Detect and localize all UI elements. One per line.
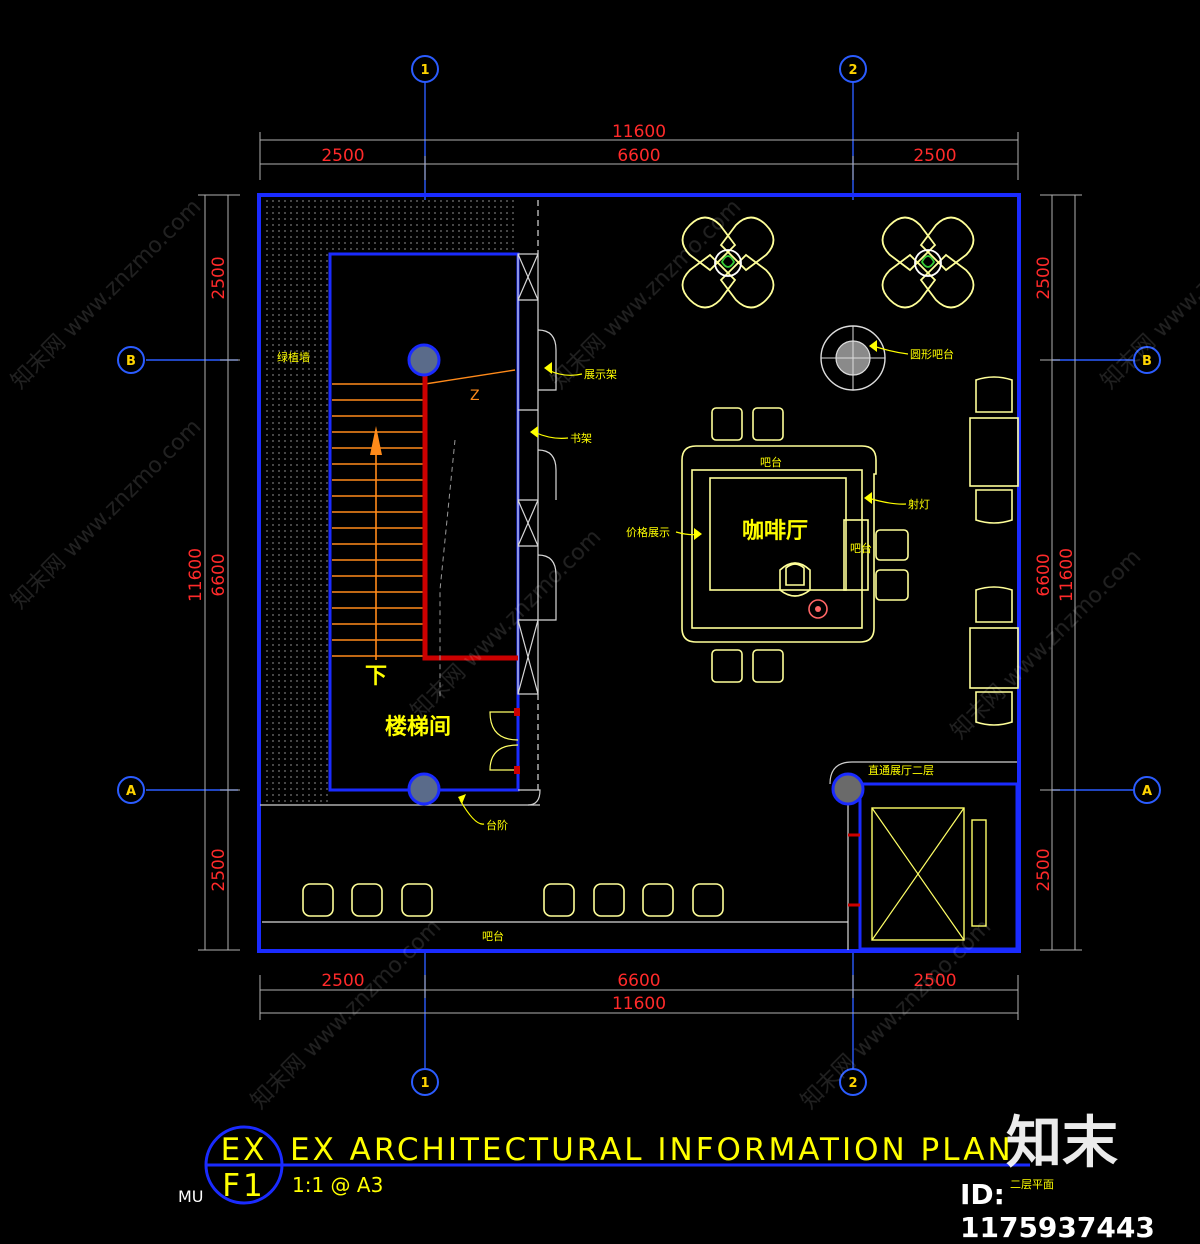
bottom-counter xyxy=(262,805,849,950)
dim-bottom-seg-2: 6600 xyxy=(617,971,660,991)
svg-text:知末网 www.znzmo.com: 知末网 www.znzmo.com xyxy=(547,194,747,394)
label-book-shelf: 书架 xyxy=(570,432,592,445)
grid-bubble-b-left: B xyxy=(117,346,145,374)
label-steps: 台阶 xyxy=(486,818,508,832)
dimension-lines xyxy=(198,132,1082,1020)
label-counter-right: 吧台 xyxy=(850,541,872,555)
svg-text:知末网 www.znzmo.com: 知末网 www.znzmo.com xyxy=(797,914,997,1114)
svg-text:知末网 www.znzmo.com: 知末网 www.znzmo.com xyxy=(7,414,207,614)
title-prefix: MU xyxy=(178,1187,204,1206)
dim-left-total: 11600 xyxy=(186,548,206,602)
title-code-bottom: F1 xyxy=(222,1168,266,1204)
stair-rail xyxy=(422,362,518,661)
column-stair-bottom xyxy=(407,772,441,806)
dim-top-seg-2: 6600 xyxy=(617,146,660,166)
grid-bubble-a-left: A xyxy=(117,776,145,804)
grid-lines xyxy=(146,82,1134,1068)
label-menu-board: 价格展示 xyxy=(626,525,670,539)
dim-bottom-total: 11600 xyxy=(612,994,666,1014)
svg-text:A: A xyxy=(1142,784,1152,799)
column-elevator xyxy=(831,772,865,806)
svg-text:B: B xyxy=(1142,354,1152,369)
svg-text:1: 1 xyxy=(420,1076,429,1091)
label-lamp: 射灯 xyxy=(908,497,930,511)
cafe-room-name: 咖啡厅 xyxy=(742,519,808,544)
green-wall-hatch xyxy=(262,198,518,804)
label-elevator-note: 直通展厅二层 xyxy=(868,763,934,777)
grid-bubble-1-top: 1 xyxy=(411,55,439,83)
watermark-logo: 知末 xyxy=(1006,1111,1118,1176)
label-counter-bottom: 吧台 xyxy=(482,929,504,943)
bar-chairs xyxy=(711,407,909,683)
label-counter-top: 吧台 xyxy=(760,455,782,469)
svg-text:A: A xyxy=(126,784,136,799)
svg-text:B: B xyxy=(126,354,136,369)
central-bar xyxy=(681,445,877,643)
svg-text:知末网 www.znzmo.com: 知末网 www.znzmo.com xyxy=(407,524,607,724)
stair-treads xyxy=(332,369,516,657)
dim-left-seg-3: 2500 xyxy=(209,848,229,891)
svg-text:知末网 www.znzmo.com: 知末网 www.znzmo.com xyxy=(7,194,207,394)
label-round-table: 圆形吧台 xyxy=(910,347,954,361)
svg-text:1: 1 xyxy=(420,63,429,78)
annotation-arrowheads xyxy=(458,340,877,804)
dim-top-total: 11600 xyxy=(612,122,666,142)
display-shelf xyxy=(517,200,557,790)
dim-bottom-seg-3: 2500 xyxy=(913,971,956,991)
booth-upper xyxy=(969,376,1019,524)
grid-bubble-b-right: B xyxy=(1133,346,1161,374)
outer-wall xyxy=(257,193,1021,953)
dim-top-seg-3: 2500 xyxy=(913,146,956,166)
dim-right-total: 11600 xyxy=(1057,548,1077,602)
drawing-scale: 1:1 @ A3 xyxy=(292,1173,383,1197)
svg-text:知末网 www.znzmo.com: 知末网 www.znzmo.com xyxy=(247,914,447,1114)
round-table xyxy=(820,325,886,391)
dim-bottom-seg-1: 2500 xyxy=(321,971,364,991)
label-display-shelf: 展示架 xyxy=(584,368,617,381)
grid-bubble-2-bottom: 2 xyxy=(839,1068,867,1096)
dim-right-seg-1: 2500 xyxy=(1034,256,1054,299)
table-group-2 xyxy=(881,216,975,309)
label-green-wall: 绿植墙 xyxy=(277,350,310,364)
dim-top-seg-1: 2500 xyxy=(321,146,364,166)
stair-down-label: 下 xyxy=(365,664,387,689)
column-stair-top xyxy=(407,343,441,377)
title-block: EX F1 MU EX ARCHITECTURAL INFORMATION PL… xyxy=(178,1125,1054,1206)
booth-lower xyxy=(969,586,1019,726)
drawing-subtitle: 二层平面 xyxy=(1010,1178,1054,1191)
dim-left-seg-2: 6600 xyxy=(209,553,229,596)
watermark-id: ID: 1175937443 xyxy=(960,1178,1155,1244)
stair-room-name: 楼梯间 xyxy=(385,714,451,740)
svg-text:2: 2 xyxy=(848,1076,857,1091)
elevator xyxy=(848,782,1019,951)
stair-doors xyxy=(489,708,520,774)
bar-stools-bottom xyxy=(302,883,724,917)
grid-bubble-2-top: 2 xyxy=(839,55,867,83)
drawing-title: EX ARCHITECTURAL INFORMATION PLAN xyxy=(290,1132,1014,1168)
stair-break-mark: Z xyxy=(470,388,480,404)
grid-bubble-a-right: A xyxy=(1133,776,1161,804)
dim-right-seg-3: 2500 xyxy=(1034,848,1054,891)
svg-text:2: 2 xyxy=(848,63,857,78)
dim-left-seg-1: 2500 xyxy=(209,256,229,299)
stair-arrow-icon xyxy=(370,426,382,455)
dim-right-seg-2: 6600 xyxy=(1034,553,1054,596)
grid-bubble-1-bottom: 1 xyxy=(411,1068,439,1096)
title-code-top: EX xyxy=(221,1132,268,1168)
table-group-1 xyxy=(681,216,775,309)
